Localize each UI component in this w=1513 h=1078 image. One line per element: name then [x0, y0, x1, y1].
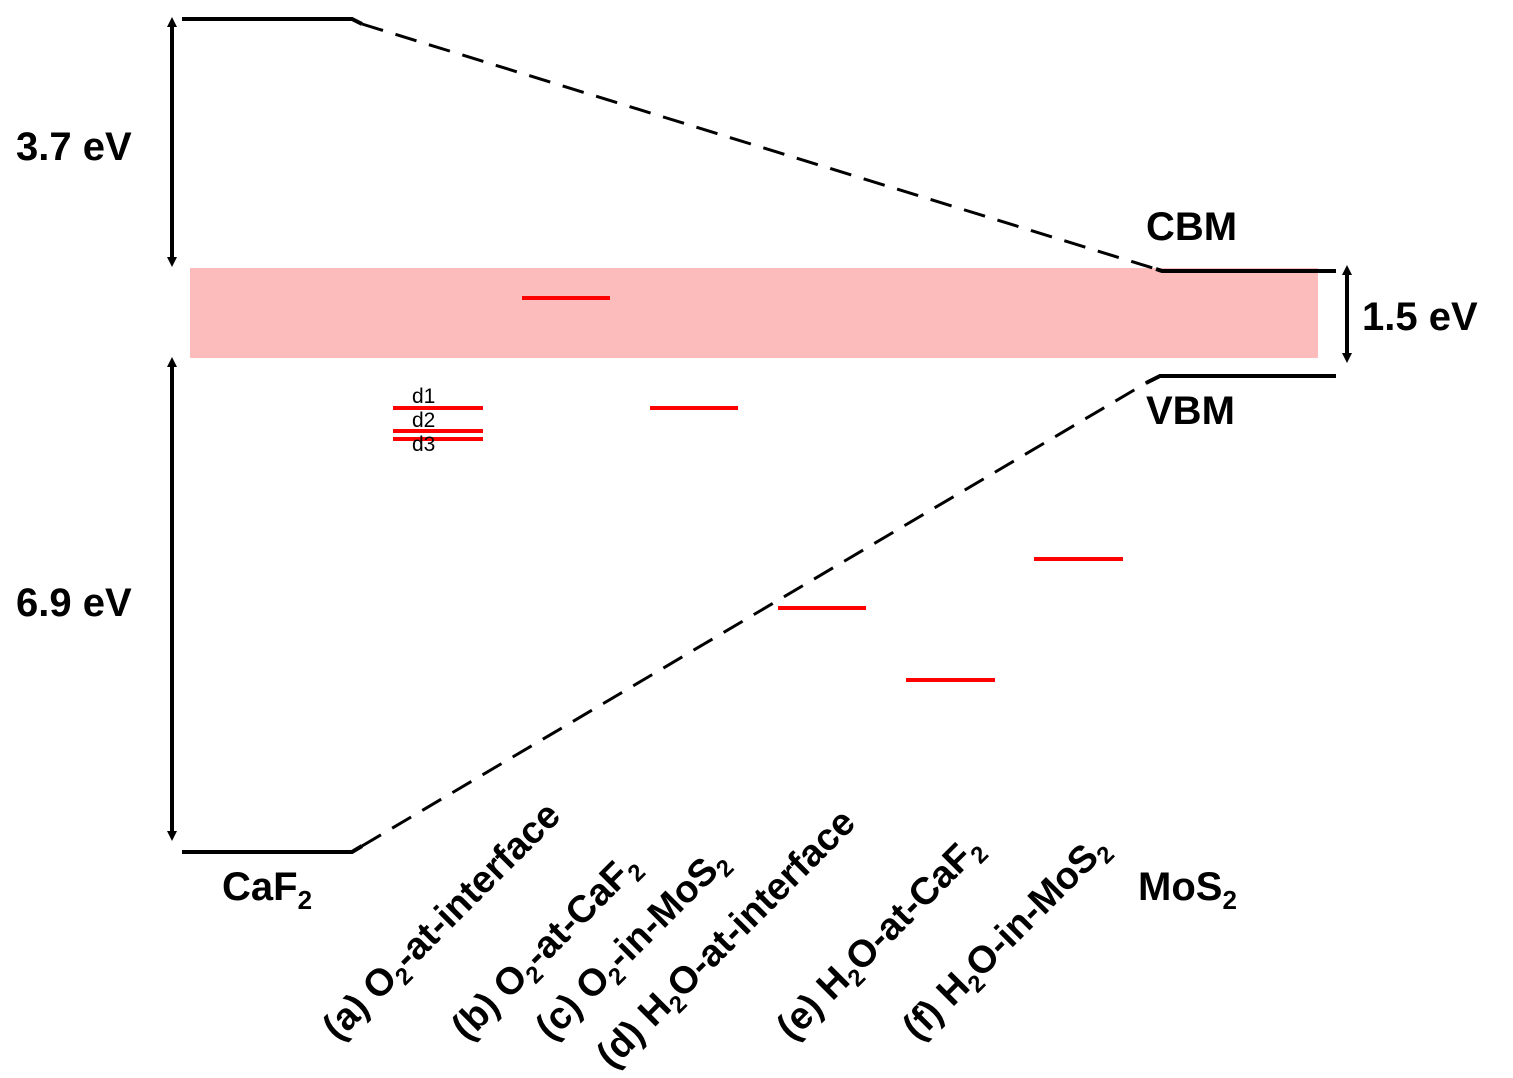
vb-offset-dashed-line [361, 381, 1147, 848]
mos2-vbm-line [1145, 374, 1336, 385]
vbm-label: VBM [1146, 389, 1235, 433]
caf2-vb-offset-label: 6.9 eV [16, 581, 132, 625]
caf2-cb-offset-label: 3.7 eV [16, 125, 132, 169]
caf2-label-text: CaF [222, 865, 298, 909]
mos2-label-text: MoS [1138, 865, 1222, 909]
mos2-label-sub: 2 [1222, 885, 1236, 915]
caf2-label-sub: 2 [298, 885, 312, 915]
caf2-vbm-line [182, 844, 364, 854]
caf2-cbm-line [182, 17, 363, 26]
mos2-material-label: MoS2 [1138, 865, 1237, 915]
cb-offset-dashed-line [361, 22, 1157, 271]
mos2-cbm-line [1155, 267, 1336, 273]
mos2-gap-label: 1.5 eV [1362, 295, 1478, 339]
mos2-gap-band [190, 268, 1318, 358]
level-label-d2: d2 [412, 409, 435, 432]
caf2-material-label: CaF2 [222, 865, 312, 915]
cbm-label: CBM [1146, 205, 1237, 249]
level-label-d1: d1 [412, 385, 435, 408]
level-label-d3: d3 [412, 433, 435, 456]
